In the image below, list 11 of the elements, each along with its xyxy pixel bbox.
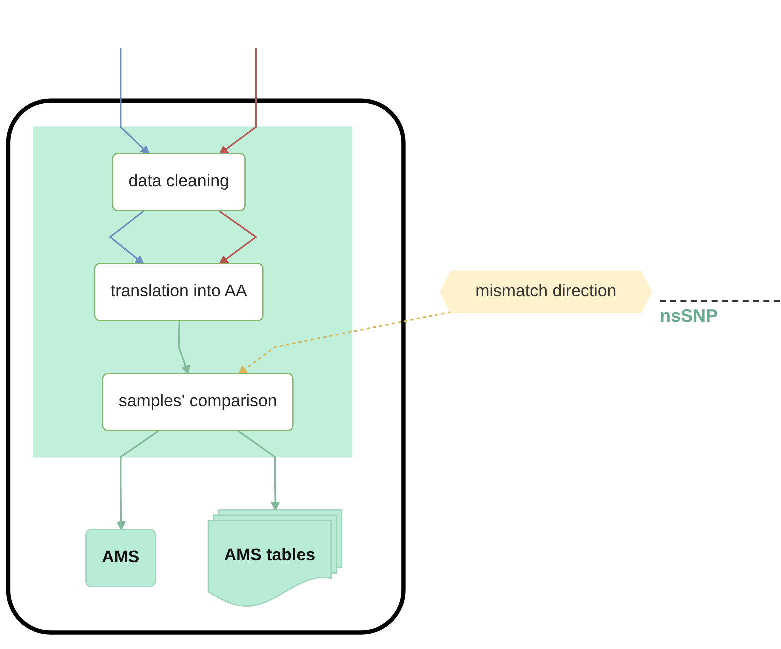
arrow — [238, 311, 452, 375]
arrow — [219, 48, 258, 155]
arrow — [238, 430, 280, 512]
arrow — [116, 430, 159, 531]
arrow — [178, 321, 190, 375]
cluster — [33, 126, 352, 458]
arrow — [109, 210, 144, 265]
section-label: nsSNP — [660, 300, 780, 327]
cluster — [6, 98, 406, 635]
arrow — [120, 48, 150, 155]
arrow — [219, 210, 258, 265]
